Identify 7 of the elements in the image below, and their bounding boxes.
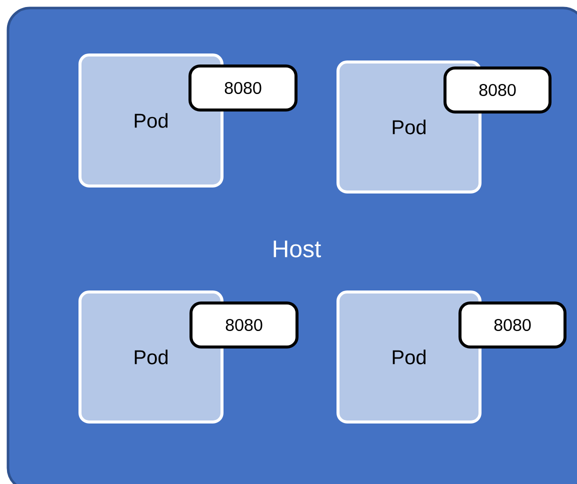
- port-badge: 8080: [190, 302, 298, 348]
- port-badge: 8080: [188, 64, 298, 112]
- pod-box: Pod: [336, 290, 482, 424]
- port-badge: 8080: [444, 66, 552, 114]
- port-badge: 8080: [458, 302, 566, 348]
- pod-box: Pod: [78, 54, 224, 188]
- pod-box: Pod: [78, 290, 224, 424]
